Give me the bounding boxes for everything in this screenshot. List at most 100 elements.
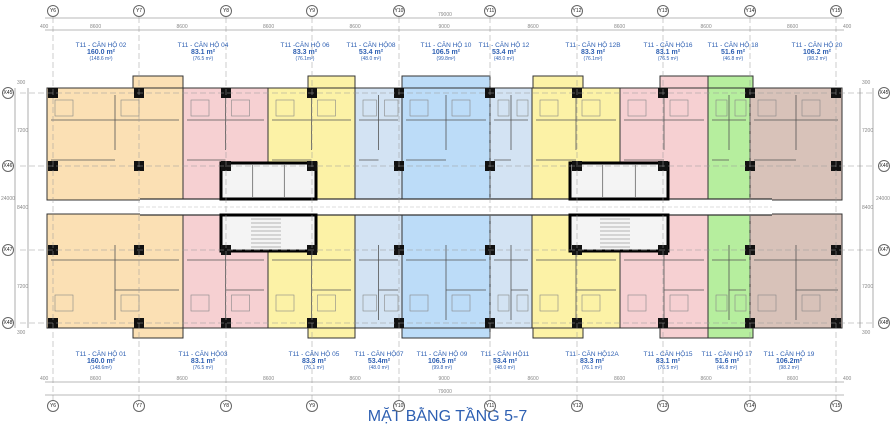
bed [734,99,747,117]
unit-name: T11 -CĂN HỘ 06 [280,42,330,49]
unit-name: T11 - CĂN HỘ 17 [701,351,753,358]
unit-area: 160.0 m² [86,49,116,57]
stair-core [219,213,318,253]
overall-width: 79000 [438,389,452,395]
unit-name: T11 - CĂN HỘ 19 [763,351,815,358]
unit-net: (48.0 m²) [360,55,382,62]
bed [384,99,399,117]
unit-area: 160.0 m² [86,358,116,366]
bed [715,99,728,117]
balcony [707,75,754,89]
overall-depth: 24000 [876,196,890,202]
unit-area: 83.3 m² [579,358,605,366]
unit-area: 83.3 m² [580,49,606,57]
bed [757,294,777,312]
row-dimension: 300 [862,330,871,336]
unit-name: T11 - CĂN HỘ 04 [177,42,229,49]
balcony [132,327,184,339]
elevator-core [568,161,670,201]
unit-area: 83.3 m² [301,358,327,366]
unit-name: T11 - CĂN HỘ 12B [565,42,621,49]
unit-net: (76.1m²) [295,55,315,62]
bay-dimension: 8600 [527,24,539,30]
axis-bubble: X48 [878,317,890,329]
bed [734,294,747,312]
unit-name: T11 - CĂN HỘ 10 [420,42,472,49]
balcony [307,327,356,339]
row-dimension: 7200 [862,283,874,290]
axis-bubble: Y7 [133,5,145,17]
unit-area: 83.1 m² [190,358,216,366]
bay-dimension: 8600 [614,376,626,382]
bay-dimension: 9000 [438,24,450,30]
bed [120,294,140,312]
axis-bubble: Y9 [306,400,318,412]
bed [801,99,821,117]
axis-bubble: X47 [2,244,14,256]
unit-name: T11 - CĂN HỘ08 [346,42,396,49]
bed [539,99,559,117]
unit-name: T11 - CĂN HỘ11 [480,351,530,358]
axis-bubble: X46 [2,160,14,172]
bay-dimension: 8600 [527,376,539,382]
balcony [707,327,754,339]
unit-net: (99.8 m²) [431,364,453,371]
unit-area: 53.4 m² [491,49,517,57]
bed [231,294,250,312]
structural-column [572,245,582,255]
unit-area: 106.5 m² [431,49,461,57]
bay-dimension: 8600 [263,24,275,30]
unit-net: (48.0 m²) [493,55,515,62]
stair-core [568,213,670,253]
unit-area: 83.1 m² [655,358,681,366]
bay-dimension: 8600 [787,24,799,30]
bay-dimension: 8600 [700,376,712,382]
bed [451,99,471,117]
balcony [532,75,584,89]
bed [275,294,295,312]
bed [497,99,510,117]
bay-dimension: 8600 [614,24,626,30]
unit-net: (148.6 m²) [89,55,113,62]
axis-bubble: Y15 [830,400,842,412]
unit-name: T11 - CĂN HỘ 20 [791,42,843,49]
axis-bubble: Y9 [306,5,318,17]
unit-net: (76.1m²) [583,55,603,62]
bay-dimension: 9000 [438,376,450,382]
structural-column [221,245,231,255]
row-dimension: 300 [862,80,871,86]
bay-dimension: 8600 [349,376,361,382]
row-dimension: 300 [17,330,26,336]
bed [516,99,529,117]
bay-dimension: 400 [843,376,852,382]
bed [581,99,601,117]
unit-net: (76.5 m²) [192,364,214,371]
unit-name: T11 - CĂN HỘ16 [643,42,693,49]
balcony [307,75,356,89]
axis-bubble: X48 [2,317,14,329]
bed [757,99,777,117]
axis-bubble: X45 [2,87,14,99]
unit-net: (76.1 m²) [303,364,325,371]
row-dimension: 300 [17,80,26,86]
bed [317,294,336,312]
overall-depth: 24000 [1,196,15,202]
bay-dimension: 400 [40,24,49,30]
unit-name: T11 - CĂN HỘ 05 [288,351,340,358]
bed [409,294,429,312]
unit-net: (48.0 m²) [494,364,516,371]
elevator-core [219,161,318,201]
